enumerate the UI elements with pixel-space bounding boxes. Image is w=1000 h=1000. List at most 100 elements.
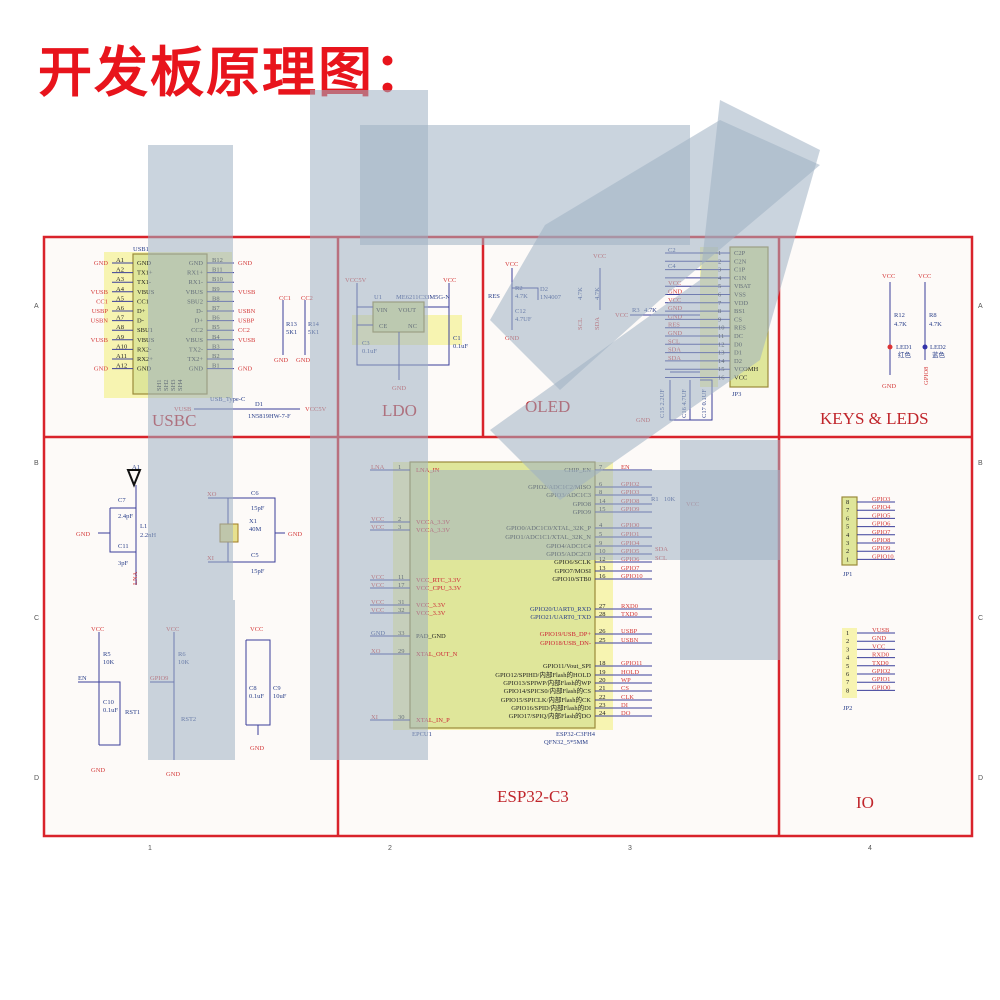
oled-pin-number: 15 <box>718 366 725 373</box>
usb-pin-name: VBUS <box>186 289 204 296</box>
esp-pin-number: 10 <box>599 548 606 555</box>
esp-left-net: VCC <box>371 574 384 581</box>
r14-value: 5K1 <box>308 329 319 336</box>
led1-ref: LED1 <box>896 344 912 351</box>
esp-right-net: USBN <box>621 637 639 644</box>
esp-pin-number: 27 <box>599 603 606 610</box>
d2-value: 1N4007 <box>540 294 562 301</box>
esp-pin-number: 25 <box>599 637 606 644</box>
io-net: GPIO1 <box>872 676 890 683</box>
usb-pin-number: A8 <box>116 324 124 331</box>
net-xi: XI <box>207 555 214 562</box>
antenna-icon <box>126 469 142 488</box>
esp-pin-name: VCC_CPU_3.3V <box>416 585 462 592</box>
esp-pin-name: GPIO11/Vout_SPI <box>543 663 591 670</box>
c9-ref: C9 <box>273 685 281 692</box>
esp-pin-name: GPIO13/SPIWP/内部Flash的WP <box>503 678 591 687</box>
usb-pin-number: A4 <box>116 286 125 293</box>
esp-pin-name: GPIO20/UART0_RXD <box>530 606 591 613</box>
c15: C15 2.2UF <box>659 389 666 418</box>
io-pin-number: 3 <box>846 646 849 653</box>
oled-pin-name: VCOMH <box>734 366 759 373</box>
esp-right-net: GPIO6 <box>621 556 640 563</box>
io-net: VCC <box>872 643 885 650</box>
io-net: VUSB <box>872 627 890 634</box>
esp-pin-number: 5 <box>599 531 602 538</box>
io-pin-number: 1 <box>846 556 849 563</box>
row-label: D <box>34 775 39 782</box>
oled-pin-number: 1 <box>718 250 721 257</box>
col-label: 3 <box>628 845 632 852</box>
usb-pin-name: TX1+ <box>137 270 153 277</box>
io-pin-number: 5 <box>846 524 849 531</box>
pin-vin: VIN <box>376 307 388 314</box>
oled-pin-number: 16 <box>718 375 725 382</box>
esp-right-net: GPIO8 <box>621 498 639 505</box>
usb-pin-number: A3 <box>116 276 124 283</box>
net-vcc: VCC <box>166 626 179 633</box>
net-vcc: VCC <box>686 501 699 508</box>
usb-pin-name: TX1- <box>137 279 151 286</box>
esp-right-net: CS <box>621 685 629 692</box>
oled-pin-name: DC <box>734 333 743 340</box>
row-label: C <box>34 615 39 622</box>
esp-left-net: VCC <box>371 582 384 589</box>
oled-net: VCC <box>668 280 681 287</box>
oled-pin-name: C2P <box>734 250 746 257</box>
c1-ref: C1 <box>453 335 461 342</box>
r8-value: 4.7K <box>929 321 942 328</box>
oled-pin-name: D2 <box>734 358 742 365</box>
net-vcc: VCC <box>593 253 606 260</box>
d2-ref: D2 <box>540 286 548 293</box>
usb-net: VUSB <box>238 289 256 296</box>
io-pin-number: 4 <box>846 532 850 539</box>
esp-right-net: WP <box>621 677 631 684</box>
net-vcc5v: VCC5V <box>345 277 367 284</box>
usb-pin-name: TX2- <box>189 346 203 353</box>
r4-value: 4.7K <box>577 287 584 300</box>
esp-pin-number: 32 <box>398 607 405 614</box>
usb-pin-number: B9 <box>212 286 220 293</box>
usb-pin-number: A12 <box>116 363 127 370</box>
r2-ref: R2 <box>515 285 523 292</box>
oled-pin-number: 13 <box>718 350 725 357</box>
io-net: RXD0 <box>872 652 889 659</box>
section-label-keys-leds: KEYS & LEDS <box>820 409 929 428</box>
usb-net: VUSB <box>238 337 256 344</box>
c3-ref: C3 <box>362 340 370 347</box>
esp-pin-name: GPIO6/SCLK <box>554 559 591 566</box>
esp-pin-name: GPIO17/SPIQ/内部Flash的DO <box>509 711 592 720</box>
net-xo: XO <box>207 491 217 498</box>
esp-pin-number: 28 <box>599 611 606 618</box>
usb-pin-name: D- <box>137 318 144 325</box>
esp-pin-name: VCC_3.3V <box>416 602 446 609</box>
c12-value: 4.7UF <box>515 316 532 323</box>
r13-ref: R13 <box>286 321 297 328</box>
c11-ref: C11 <box>118 543 129 550</box>
esp-pin-name: GPIO2/ADC1C2/MISO <box>528 484 591 491</box>
oled-pin-number: 10 <box>718 325 725 332</box>
usb-pin-name: VBUS <box>137 337 155 344</box>
usb-net: GND <box>238 366 252 373</box>
c10-ref: C10 <box>103 699 114 706</box>
esp-pin-name: CHIP_EN <box>564 467 591 474</box>
c1-value: 0.1uF <box>453 343 468 350</box>
esp-pin-number: 13 <box>599 565 606 572</box>
io-pin-number: 6 <box>846 671 850 678</box>
esp-pin-number: 18 <box>599 660 606 667</box>
net-cc2: CC2 <box>301 295 313 302</box>
c2-ref: C2 <box>668 247 676 254</box>
led2-ref: LED2 <box>930 344 946 351</box>
esp-pin-name: GPIO8 <box>573 501 591 508</box>
led2-icon <box>922 344 928 350</box>
net-res: RES <box>488 293 500 300</box>
net-gnd: GND <box>296 357 310 364</box>
section-label-ldo: LDO <box>382 401 417 420</box>
io-net: GPIO9 <box>872 545 890 552</box>
row-label: B <box>978 460 983 467</box>
section-label-oled: OLED <box>525 397 570 416</box>
r6-value: 10K <box>178 659 190 666</box>
io-net: GPIO10 <box>872 553 894 560</box>
led1-icon <box>887 344 893 350</box>
